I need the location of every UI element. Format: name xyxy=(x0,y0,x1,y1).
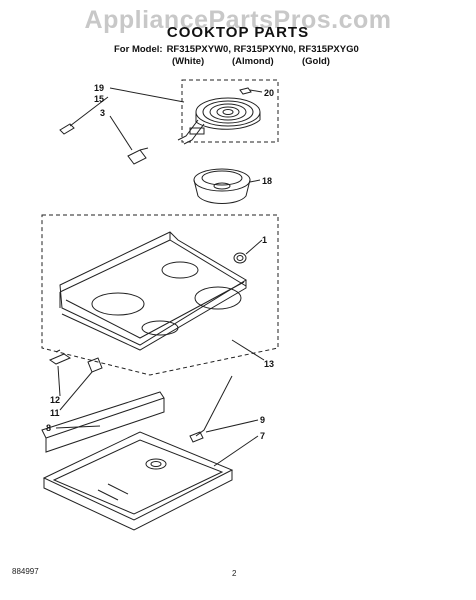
drip-bowl xyxy=(193,168,251,204)
color-almond: (Almond) xyxy=(232,56,274,67)
watermark: AppliancePartsPros.com xyxy=(84,6,392,34)
callout-3: 3 xyxy=(100,108,105,118)
cooktop-group-box xyxy=(41,214,279,376)
hinge-bracket xyxy=(87,357,103,373)
footer-part-number: 884997 xyxy=(12,567,39,576)
element-clip xyxy=(239,87,252,95)
color-gold: (Gold) xyxy=(302,56,330,67)
callout-8: 8 xyxy=(46,423,51,433)
cooktop-panel xyxy=(59,231,247,351)
callout-15: 15 xyxy=(94,94,104,104)
cooktop-grommet xyxy=(233,252,247,264)
burner-box xyxy=(42,431,234,531)
page-number: 2 xyxy=(232,569,237,578)
color-white: (White) xyxy=(172,56,205,67)
surface-element xyxy=(177,97,261,145)
callout-1: 1 xyxy=(262,235,267,245)
callout-13: 13 xyxy=(264,359,274,369)
terminal-connector xyxy=(59,123,75,135)
callout-9: 9 xyxy=(260,415,265,425)
callout-11: 11 xyxy=(50,408,60,418)
support-rod xyxy=(195,375,233,437)
callout-19: 19 xyxy=(94,83,104,93)
model-prefix: For Model: xyxy=(114,44,163,55)
front-brace xyxy=(41,391,165,453)
cooktop-hinge xyxy=(48,349,72,365)
callout-7: 7 xyxy=(260,431,265,441)
page-title: COOKTOP PARTS xyxy=(166,24,310,41)
model-line: For Model:RF315PXYW0, RF315PXYN0, RF315P… xyxy=(114,44,359,55)
terminal-block xyxy=(127,147,149,165)
element-group-box xyxy=(181,79,279,143)
callout-12: 12 xyxy=(50,395,60,405)
callout-20: 20 xyxy=(264,88,274,98)
callout-18: 18 xyxy=(262,176,272,186)
model-numbers: RF315PXYW0, RF315PXYN0, RF315PXYG0 xyxy=(166,44,359,55)
